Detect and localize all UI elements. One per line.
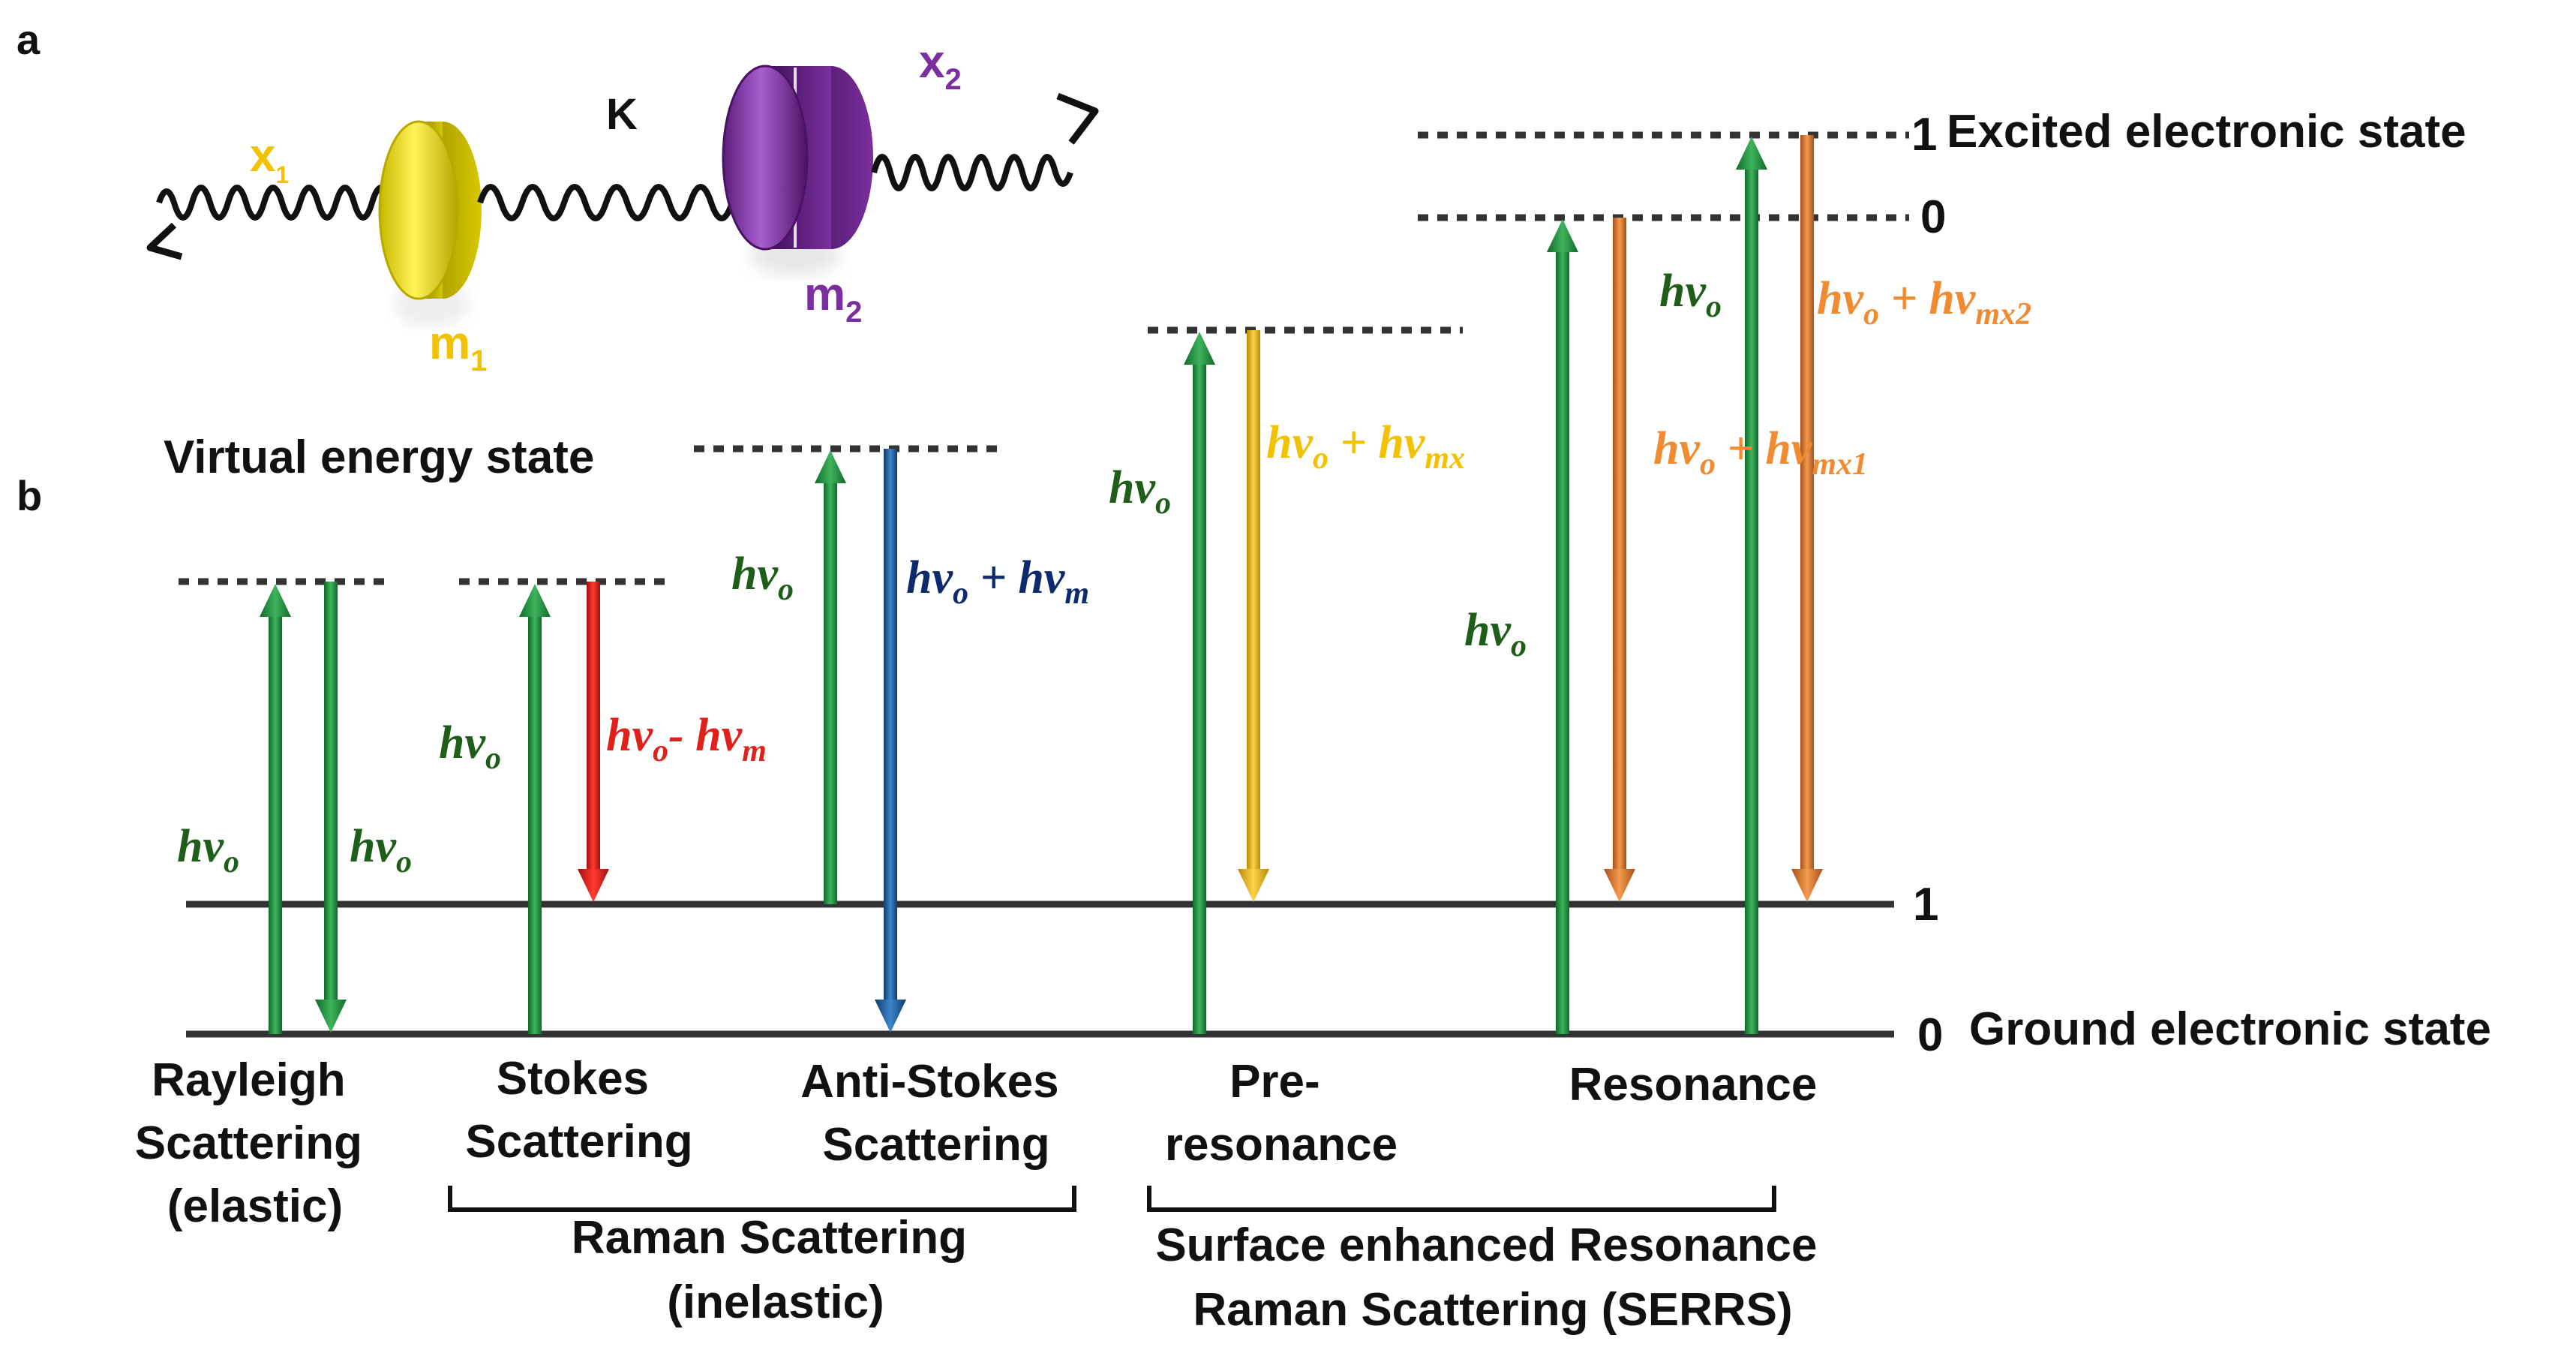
label-preresonance-down: hνo + hνmx [1266,417,1465,476]
excited-level-1-label: 1 [1911,109,1937,161]
label-resonance-down-2: hνo + hνmx2 [1817,273,2031,332]
panel-a-diatomic-model: x1 K x2 m1 m2 [146,36,1099,377]
resonance-excitation-arrow-2 [1736,137,1767,1034]
resonance-emission-arrow-2 [1791,135,1823,902]
antistokes-excitation-arrow [815,450,846,904]
label-preresonance-up: hνo [1109,462,1171,521]
ground-level-1-label: 1 [1913,879,1938,931]
label-stokes-down: hνo- hνm [606,710,767,768]
resonance-excitation-arrow-1 [1547,219,1578,1034]
serrs-bracket [1147,1186,1776,1212]
raman-bracket [448,1186,1076,1212]
label-resonance-up-1: hνo [1464,605,1527,663]
antistokes-label: Anti-Stokes Scattering [800,1056,1072,1171]
displacement-wave-left [156,185,393,221]
resonance-label: Resonance [1569,1059,1818,1111]
transition-arrows [260,135,1823,1034]
mass-label-m1: m1 [429,317,487,377]
arrow-labels: hνo hνo hνo hνo- hνm hνo hνo + hνm hνo h… [177,266,2031,879]
excited-electronic-state-label: Excited electronic state [1947,106,2466,158]
panel-b-label: b [17,472,42,519]
label-resonance-up-2: hνo [1659,266,1722,324]
label-resonance-down-1: hνo + hνmx1 [1653,423,1868,482]
label-antistokes-up: hνo [731,549,794,607]
resonance-emission-arrow-1 [1604,218,1635,902]
displacement-arrowhead-right [1056,92,1099,145]
label-stokes-up: hνo [439,717,501,776]
displacement-wave-right [871,154,1073,191]
raman-scattering-label: Raman Scattering (inelastic) [572,1212,980,1328]
rayleigh-label: Rayleigh Scattering (elastic) [135,1054,375,1232]
preresonance-emission-arrow [1238,330,1269,902]
mass-2-disc [722,65,873,276]
mass-1-disc [378,120,482,326]
category-labels: Rayleigh Scattering (elastic) Stokes Sca… [135,1053,1830,1336]
spring-label-k: K [606,90,638,139]
antistokes-emission-arrow [875,449,906,1033]
displacement-label-x2: x2 [919,36,962,96]
energy-levels: Virtual energy state Excited electronic … [164,106,2491,1061]
stokes-emission-arrow [578,582,609,902]
preresonance-label: Pre- resonance [1165,1056,1398,1171]
ground-level-0-label: 0 [1917,1009,1943,1061]
label-rayleigh-down: hνo [350,821,412,879]
rayleigh-emission-arrow [315,582,347,1033]
rayleigh-excitation-arrow [260,584,291,1034]
ground-electronic-state-label: Ground electronic state [1969,1003,2491,1055]
stokes-label: Stokes Scattering [465,1053,692,1168]
virtual-energy-state-label: Virtual energy state [164,431,594,483]
label-antistokes-down: hνo + hνm [906,552,1089,611]
displacement-arrowhead-left [146,222,183,260]
panel-a-label: a [17,16,41,63]
label-rayleigh-up: hνo [177,821,239,879]
stokes-excitation-arrow [519,584,551,1034]
preresonance-excitation-arrow [1184,332,1215,1034]
serrs-label: Surface enhanced Resonance Raman Scatter… [1155,1219,1830,1336]
displacement-label-x1: x1 [250,130,289,188]
mass-label-m2: m2 [804,269,862,329]
excited-level-0-label: 0 [1920,191,1946,243]
